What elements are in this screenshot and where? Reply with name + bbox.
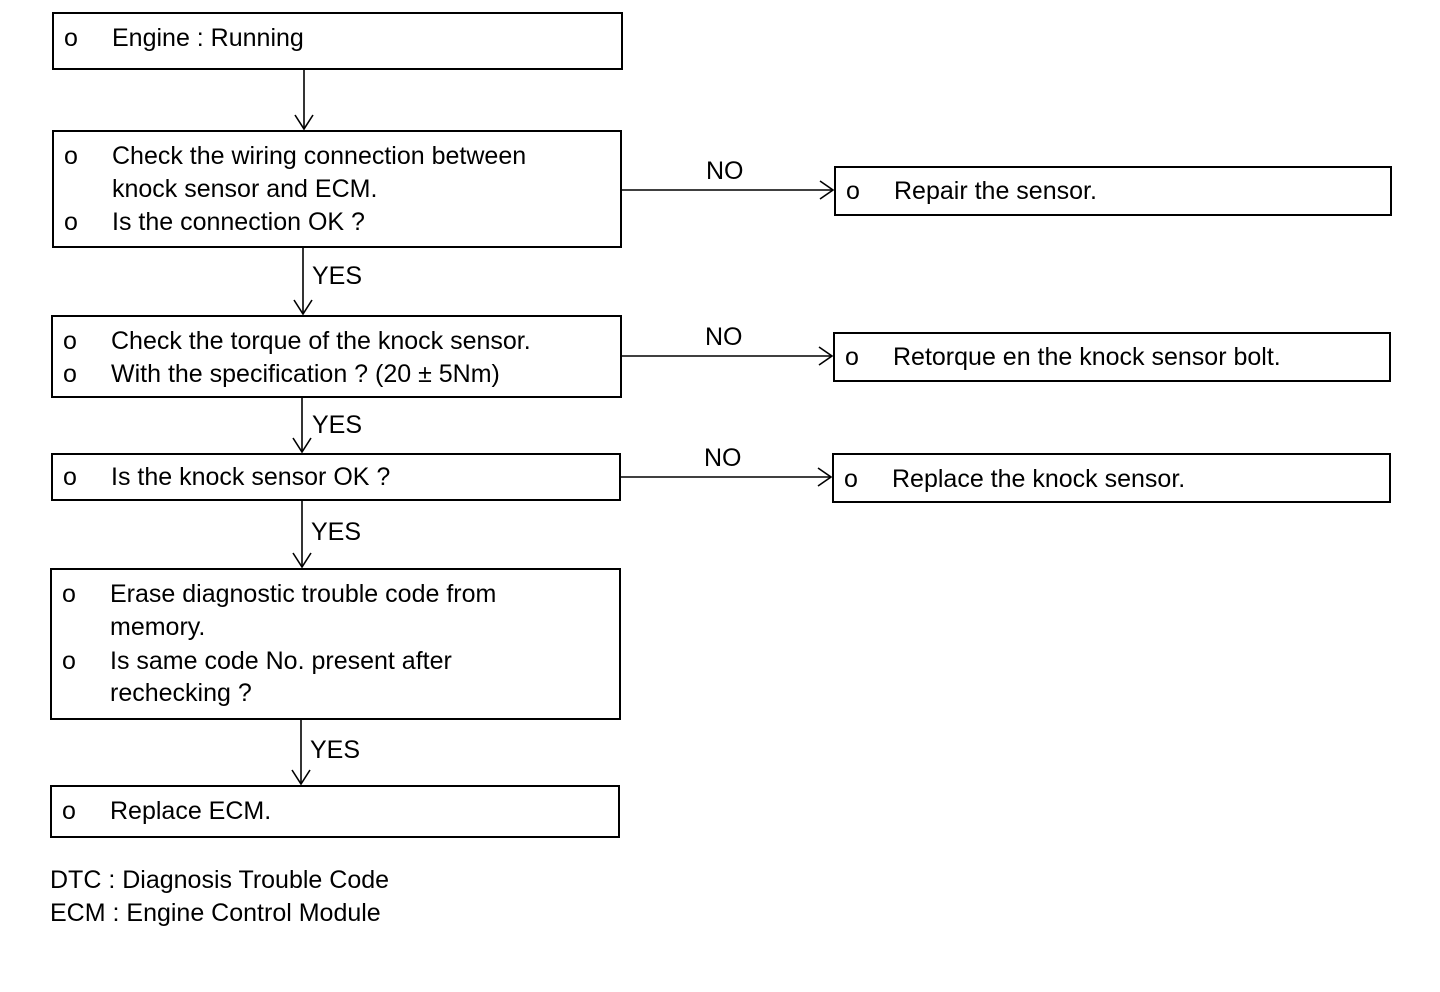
step-replace-ecm: o Replace ECM. bbox=[50, 785, 620, 838]
step-check-wiring: o Check the wiring connection between kn… bbox=[52, 130, 622, 248]
action-text: Retorque en the knock sensor bolt. bbox=[893, 343, 1281, 371]
bullet: o bbox=[63, 327, 77, 355]
legend-ecm: ECM : Engine Control Module bbox=[50, 899, 381, 927]
yes-label: YES bbox=[312, 411, 363, 439]
step-erase-dtc: o Erase diagnostic trouble code from mem… bbox=[50, 568, 621, 720]
no-label: NO bbox=[706, 157, 744, 185]
step-question: With the specification ? (20 ± 5Nm) bbox=[111, 360, 500, 388]
legend-dtc: DTC : Diagnosis Trouble Code bbox=[50, 866, 390, 894]
action-text: Repair the sensor. bbox=[894, 177, 1097, 205]
step-question: Is the knock sensor OK ? bbox=[111, 463, 391, 491]
bullet: o bbox=[64, 208, 78, 236]
yes-label: YES bbox=[311, 518, 362, 546]
arrowhead bbox=[818, 346, 834, 366]
step-question: Is the connection OK ? bbox=[112, 208, 365, 236]
action-repair-sensor: o Repair the sensor. bbox=[834, 166, 1392, 216]
step-text: Erase diagnostic trouble code from bbox=[110, 580, 497, 608]
arrowhead bbox=[291, 769, 311, 786]
bullet: o bbox=[63, 360, 77, 388]
bullet: o bbox=[844, 465, 858, 493]
arrowhead bbox=[292, 552, 312, 569]
bullet: o bbox=[64, 24, 78, 52]
bullet: o bbox=[63, 463, 77, 491]
yes-label: YES bbox=[312, 262, 363, 290]
no-label: NO bbox=[704, 444, 742, 472]
arrowhead bbox=[817, 467, 833, 487]
action-text: Replace the knock sensor. bbox=[892, 465, 1186, 493]
arrowhead bbox=[292, 437, 312, 454]
action-replace-knock-sensor: o Replace the knock sensor. bbox=[832, 453, 1391, 503]
step-text-continued: memory. bbox=[110, 613, 206, 641]
arrowhead bbox=[819, 180, 835, 200]
no-label: NO bbox=[705, 323, 743, 351]
step-question-continued: rechecking ? bbox=[110, 679, 252, 707]
step-engine-running: o Engine : Running bbox=[52, 12, 623, 70]
step-text: Engine : Running bbox=[112, 24, 304, 52]
step-text: Replace ECM. bbox=[110, 797, 272, 825]
step-text-continued: knock sensor and ECM. bbox=[112, 175, 378, 203]
bullet: o bbox=[62, 580, 76, 608]
step-text: Check the wiring connection between bbox=[112, 142, 527, 170]
bullet: o bbox=[845, 343, 859, 371]
action-retorque-bolt: o Retorque en the knock sensor bolt. bbox=[833, 332, 1391, 382]
yes-label: YES bbox=[310, 736, 361, 764]
bullet: o bbox=[62, 647, 76, 675]
arrowhead bbox=[294, 114, 314, 131]
step-knock-sensor-ok: o Is the knock sensor OK ? bbox=[51, 453, 621, 501]
step-check-torque: o Check the torque of the knock sensor. … bbox=[51, 315, 622, 398]
bullet: o bbox=[846, 177, 860, 205]
step-text: Check the torque of the knock sensor. bbox=[111, 327, 531, 355]
bullet: o bbox=[64, 142, 78, 170]
bullet: o bbox=[62, 797, 76, 825]
arrowhead bbox=[293, 299, 313, 316]
step-question: Is same code No. present after bbox=[110, 647, 452, 675]
